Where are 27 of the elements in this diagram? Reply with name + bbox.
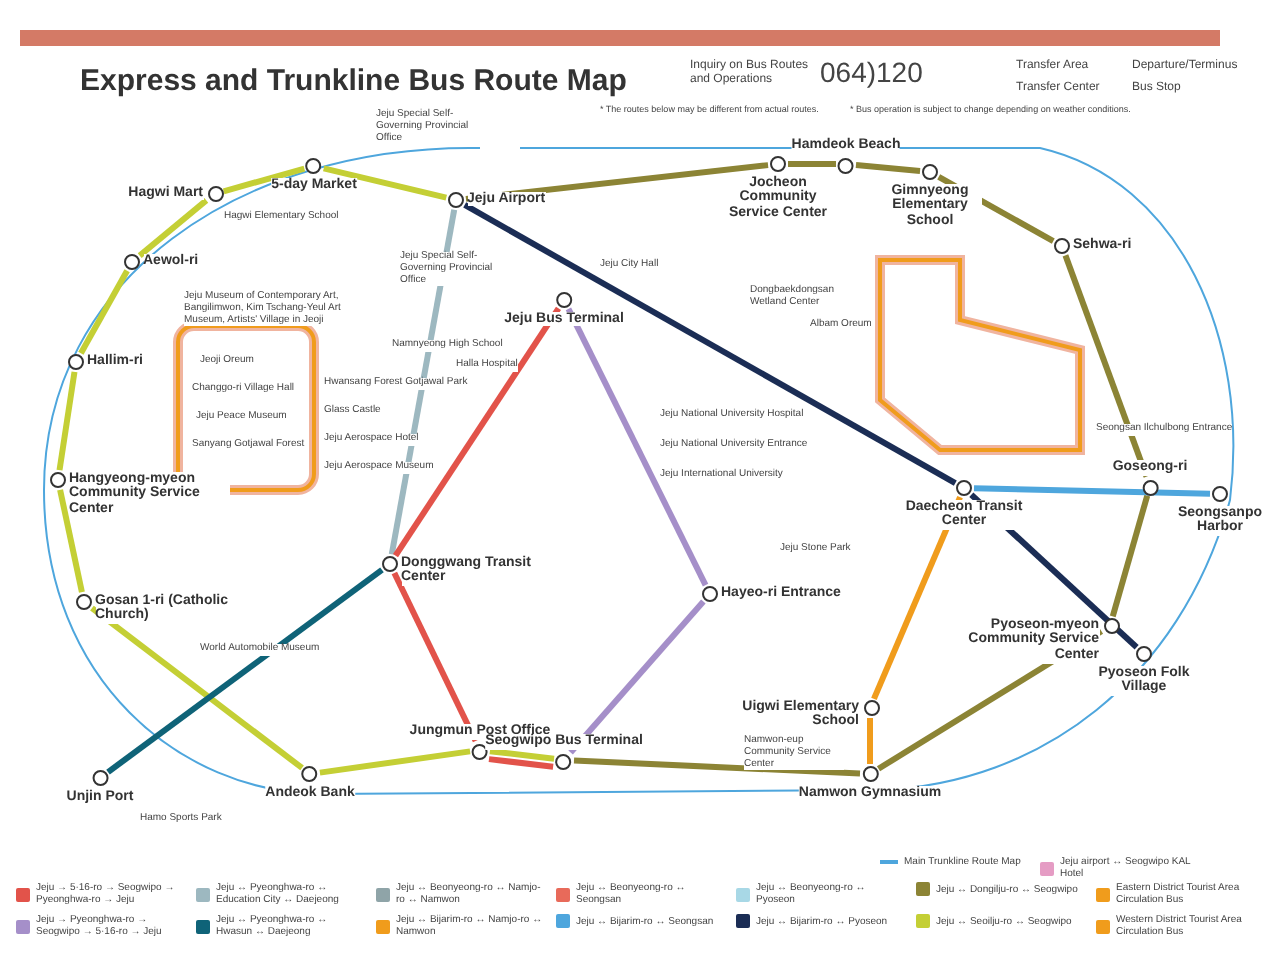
route-line: [137, 198, 209, 258]
route-line: [391, 571, 479, 743]
route-line: [319, 748, 471, 776]
phone-number: 064)120: [820, 56, 923, 89]
route-line: [56, 371, 78, 471]
route-line: [78, 269, 130, 355]
route-line: [323, 165, 447, 201]
route-line: [973, 485, 1211, 497]
route-line: [565, 307, 709, 587]
route-line: [488, 756, 554, 770]
route-line: [788, 161, 836, 167]
route-line: [57, 489, 85, 593]
route-line: [222, 165, 306, 195]
route-line: [867, 718, 873, 764]
route-line: [463, 202, 957, 486]
route-line: [1062, 254, 1150, 478]
route-line: [465, 162, 769, 202]
route-line: [90, 605, 304, 771]
route-line: [573, 757, 861, 777]
route-line: [855, 161, 921, 175]
route-line: [568, 599, 706, 755]
route-line: [106, 567, 384, 775]
route-line: [388, 209, 458, 555]
route-line: [393, 306, 561, 558]
map-title: Express and Trunkline Bus Route Map: [80, 64, 627, 98]
route-line: [489, 748, 555, 762]
route-line: [1109, 494, 1151, 618]
